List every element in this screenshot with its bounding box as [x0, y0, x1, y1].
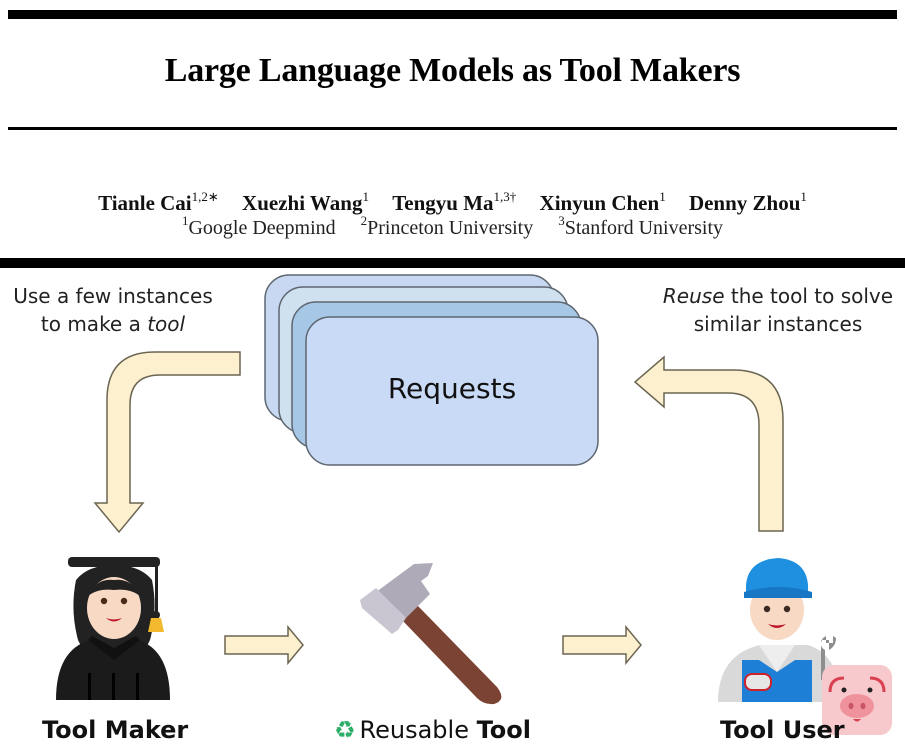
caption-text: the tool to solve [724, 284, 894, 308]
reusable-tool-prefix: Reusable [359, 716, 477, 744]
author-marks: 1,3† [493, 189, 517, 204]
author-name: Tianle Cai [98, 191, 192, 215]
affiliation: 1Google Deepmind [182, 214, 336, 239]
reuse-tool-caption: Reuse the tool to solve similar instance… [650, 282, 905, 338]
mechanic-icon [718, 558, 840, 702]
affiliation: 2Princeton University [361, 214, 534, 239]
make-tool-caption: Use a few instances to make a tool [0, 282, 226, 338]
affiliation-name: Princeton University [367, 217, 534, 239]
tool-maker-label: Tool Maker [42, 716, 189, 744]
author-marks: 1 [659, 189, 666, 204]
affiliation-mark: 2 [360, 213, 368, 228]
affiliation-list: 1Google Deepmind 2Princeton University 3… [0, 214, 905, 240]
author-marks: 1 [800, 189, 807, 204]
author-name: Xuezhi Wang [242, 191, 363, 215]
hammer-icon [360, 563, 502, 705]
paper-title: Large Language Models as Tool Makers [164, 52, 741, 89]
request-card-front [305, 316, 599, 466]
recycle-icon: ♻ [334, 716, 356, 744]
affiliation-name: Google Deepmind [188, 217, 336, 239]
affiliation-mark: 3 [558, 213, 565, 228]
author: Tengyu Ma1,3† [392, 189, 517, 215]
caption-emphasis: tool [147, 312, 186, 336]
tool-user-label: Tool User [720, 716, 845, 744]
requests-label: Requests [387, 372, 517, 405]
section-rule [0, 258, 905, 268]
caption-emphasis: Reuse [662, 284, 725, 308]
reuse-tool-arrow [633, 355, 784, 532]
reusable-tool-bold: Tool [476, 716, 531, 744]
affiliation-name: Stanford University [564, 217, 724, 239]
caption-text: to make a [40, 312, 148, 336]
author: Denny Zhou1 [688, 189, 807, 215]
pig-face-icon [822, 665, 892, 735]
graduate-woman-icon [56, 557, 170, 700]
make-tool-arrow [93, 351, 241, 534]
title-rule [8, 127, 897, 130]
reusable-tool-label: ♻Reusable Tool [334, 716, 531, 744]
make-tool-caption-line1: Use a few instances [13, 284, 213, 308]
author-marks: 1,2∗ [191, 189, 219, 204]
author-name: Denny Zhou [688, 191, 801, 215]
maker-to-tool-arrow [224, 624, 304, 666]
tool-to-user-arrow [562, 624, 642, 666]
make-tool-caption-line2: to make a tool [0, 310, 226, 338]
affiliation: 3Stanford University [558, 214, 724, 239]
reuse-tool-caption-line1: Reuse the tool to solve [650, 282, 905, 310]
author-name: Tengyu Ma [392, 191, 494, 215]
reuse-tool-caption-line2: similar instances [693, 312, 863, 336]
author-name: Xinyun Chen [539, 191, 660, 215]
author: Tianle Cai1,2∗ [98, 189, 219, 215]
author-marks: 1 [362, 189, 369, 204]
top-rule [8, 10, 897, 19]
affiliation-mark: 1 [181, 213, 189, 228]
author-list: Tianle Cai1,2∗ Xuezhi Wang1 Tengyu Ma1,3… [0, 189, 905, 216]
author: Xinyun Chen1 [539, 189, 666, 215]
author: Xuezhi Wang1 [242, 189, 369, 215]
